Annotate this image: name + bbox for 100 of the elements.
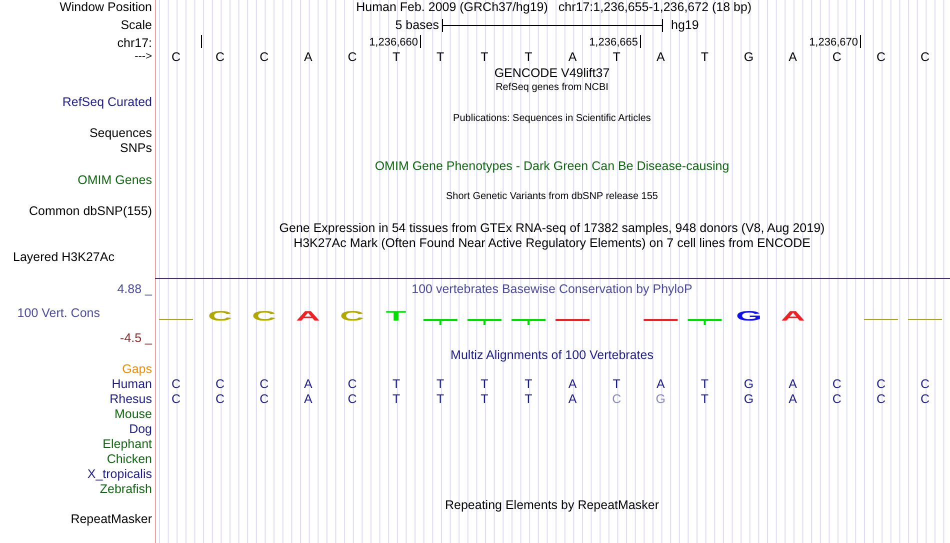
conservation-letter: C (252, 310, 276, 324)
track-title: Multiz Alignments of 100 Vertebrates (450, 348, 654, 362)
track-label: Dog (129, 422, 152, 436)
base-letter: T (392, 378, 400, 390)
base-letter: A (304, 50, 312, 64)
scale-text: 5 bases (395, 18, 439, 32)
axis-label: 4.88 _ (117, 282, 152, 296)
conservation-letter: G (736, 310, 762, 324)
base-letter: T (524, 378, 532, 390)
scale-text: hg19 (671, 18, 699, 32)
base-letter: A (304, 392, 312, 406)
position-label: chr17:1,236,655-1,236,672 (18 bp) (558, 0, 752, 14)
base-letter: C (876, 378, 886, 390)
base-letter: C (832, 50, 842, 64)
base-letter: C (260, 378, 269, 390)
base-letter: C (171, 50, 181, 64)
base-letter: A (788, 50, 797, 64)
base-letter: A (788, 392, 797, 406)
base-letter: C (876, 392, 886, 406)
track-label: Elephant (102, 438, 152, 450)
base-letter: C (348, 378, 357, 390)
track-title: Short Genetic Variants from dbSNP release 155 (446, 192, 658, 202)
base-letter: T (436, 378, 444, 390)
track-title: GENCODE V49lift37 (494, 66, 610, 80)
base-letter: C (612, 392, 622, 406)
base-letter: C (920, 378, 930, 390)
base-letter: A (304, 378, 312, 390)
base-letter: T (612, 50, 620, 64)
base-letter: C (832, 392, 842, 406)
base-letter: T (524, 392, 532, 406)
base-letter: T (700, 378, 709, 390)
base-letter: C (171, 392, 181, 406)
track-label: Common dbSNP(155) (29, 204, 152, 218)
base-letter: G (656, 392, 666, 406)
track-label: Human (112, 378, 152, 390)
conservation-letter: C (208, 310, 232, 324)
base-letter: A (568, 378, 577, 390)
base-letter: C (348, 392, 357, 406)
track-label: Rhesus (110, 392, 152, 406)
base-letter: G (744, 50, 754, 64)
base-letter: C (216, 378, 225, 390)
track-title: 100 vertebrates Basewise Conservation by PhyloP (412, 282, 692, 296)
coordinate-label: 1,236,665 (589, 38, 638, 48)
track-label: Sequences (89, 126, 152, 140)
base-letter: A (568, 392, 577, 406)
base-letter: C (920, 392, 930, 406)
track-label: chr17: (117, 36, 152, 50)
conservation-letter: T (386, 310, 407, 324)
base-letter: T (700, 50, 709, 64)
strand-label: ---> (134, 52, 152, 62)
base-letter: A (656, 50, 665, 64)
base-letter: A (568, 50, 577, 64)
conservation-letter: C (340, 310, 364, 324)
conservation-letter: A (780, 310, 805, 324)
base-letter: C (216, 392, 225, 406)
base-letter: C (171, 378, 181, 390)
base-letter: T (392, 50, 400, 64)
base-letter: T (480, 378, 488, 390)
track-label: RepeatMasker (70, 512, 152, 526)
base-letter: T (480, 50, 488, 64)
track-label: Layered H3K27Ac (13, 250, 114, 264)
track-title: RefSeq genes from NCBI (496, 83, 608, 93)
track-label: RefSeq Curated (62, 96, 152, 108)
base-letter: A (788, 378, 797, 390)
base-letter: T (480, 392, 488, 406)
track-title: OMIM Gene Phenotypes - Dark Green Can Be Disease-causing (374, 160, 730, 172)
base-letter: T (436, 392, 444, 406)
track-label: Mouse (114, 408, 152, 420)
track-label: X_tropicalis (87, 468, 152, 480)
conservation-letter: A (296, 310, 320, 324)
coordinate-label: 1,236,670 (809, 38, 858, 48)
base-letter: T (612, 378, 620, 390)
base-letter: C (348, 50, 357, 64)
base-letter: C (260, 392, 269, 406)
axis-label: -4.5 _ (120, 332, 152, 344)
track-title: H3K27Ac Mark (Often Found Near Active Regulatory Elements) on 7 cell lines from ENCODE (294, 236, 810, 250)
base-letter: T (392, 392, 400, 406)
track-title: Repeating Elements by RepeatMasker (445, 498, 659, 512)
base-letter: A (656, 378, 665, 390)
track-label: Zebrafish (100, 482, 152, 496)
track-label: 100 Vert. Cons (17, 306, 100, 320)
track-label: SNPs (120, 142, 152, 154)
track-title: Gene Expression in 54 tissues from GTEx RNA-seq of 17382 samples, 948 donors (V8, Aug 2019) (279, 222, 825, 234)
track-label: OMIM Genes (78, 174, 152, 186)
base-letter: G (744, 378, 754, 390)
track-label: Chicken (106, 452, 152, 466)
base-letter: C (876, 50, 886, 64)
base-letter: T (524, 50, 532, 64)
base-letter: C (920, 50, 930, 64)
base-letter: C (260, 50, 269, 64)
track-label: Window Position (60, 0, 152, 14)
base-letter: C (832, 378, 842, 390)
track-label: Scale (120, 18, 152, 32)
coordinate-label: 1,236,660 (369, 38, 418, 48)
track-label: Gaps (122, 362, 152, 376)
base-letter: T (436, 50, 444, 64)
base-letter: C (216, 50, 225, 64)
base-letter: G (744, 392, 754, 406)
track-title: Publications: Sequences in Scientific Articles (453, 114, 651, 124)
base-letter: T (700, 392, 709, 406)
